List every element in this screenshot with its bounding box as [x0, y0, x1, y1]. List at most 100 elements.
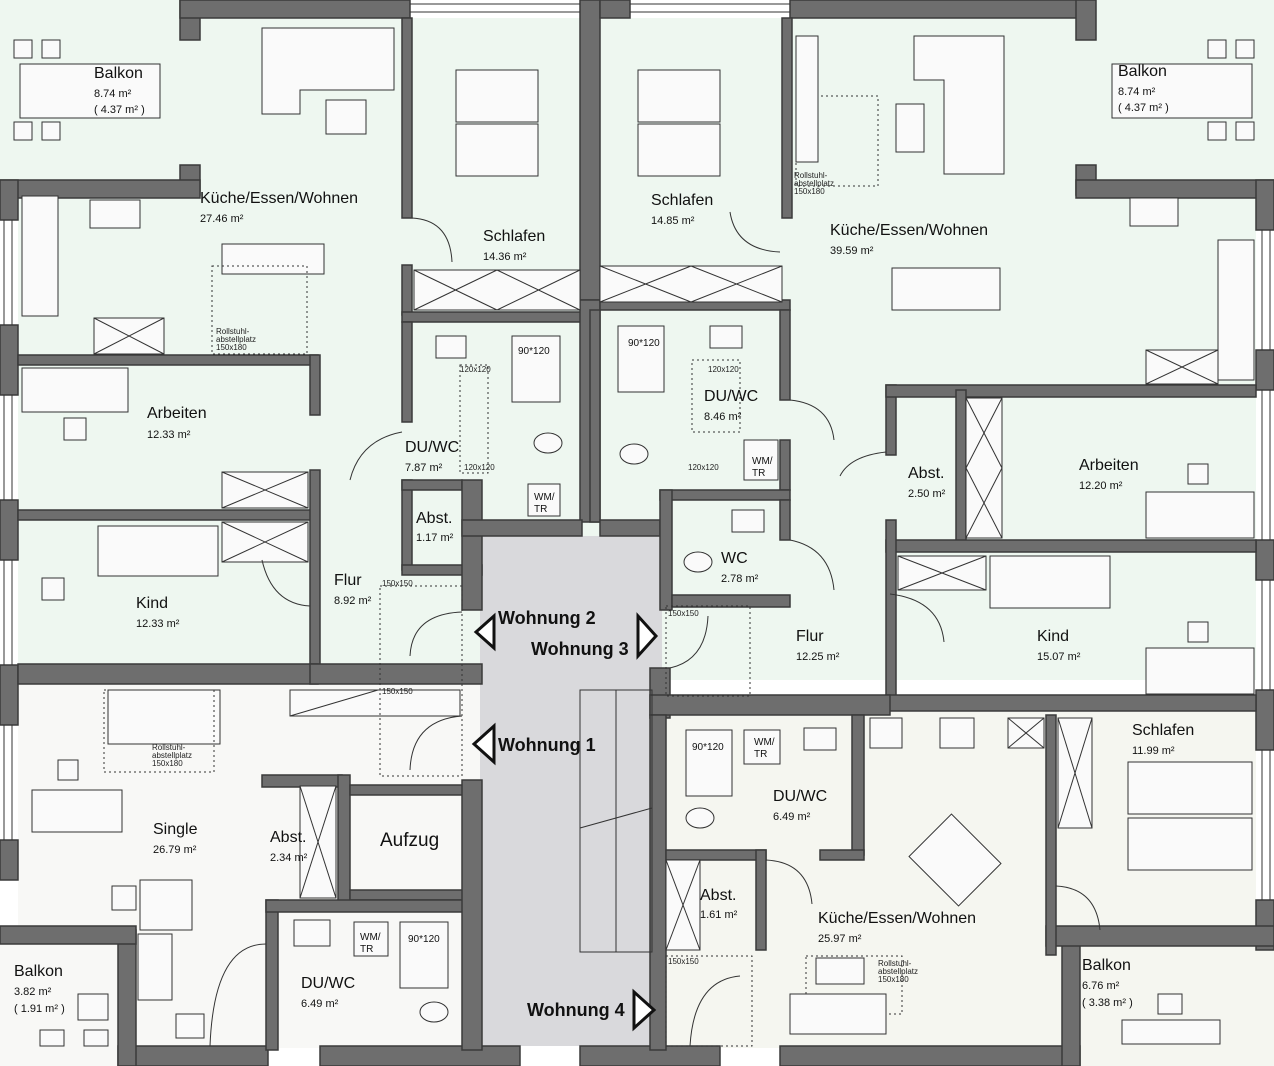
- kew-w3-area: 39.59 m²: [830, 245, 874, 257]
- unit-label-w1: Wohnung 1: [498, 735, 596, 755]
- flur-w2-name: Flur: [334, 572, 362, 589]
- schlafen-w2-name: Schlafen: [483, 228, 545, 245]
- circle-120-w2-a: 120x120: [460, 365, 491, 374]
- wmtr-b-w3: TR: [752, 468, 765, 479]
- single-w1-area: 26.79 m²: [153, 844, 197, 856]
- circle-150-w2: 150x150: [382, 579, 413, 588]
- rolli-c-w3: 150x180: [794, 187, 825, 196]
- rolli-b-w1: abstellplatz: [152, 751, 192, 760]
- shower-label-w1: 90*120: [408, 934, 440, 945]
- duwc-w4-area: 6.49 m²: [773, 811, 811, 823]
- balkon-bl-name: Balkon: [14, 963, 63, 980]
- rolli-b-w2: abstellplatz: [216, 335, 256, 344]
- kind-w2-area: 12.33 m²: [136, 618, 180, 630]
- abst-w1-area: 2.34 m²: [270, 852, 308, 864]
- unit-label-w4: Wohnung 4: [527, 1000, 625, 1020]
- abst-w2-name: Abst.: [416, 510, 452, 527]
- rolli-c-w1: 150x180: [152, 759, 183, 768]
- wc-w3-area: 2.78 m²: [721, 573, 759, 585]
- kew-w2-name: Küche/Essen/Wohnen: [200, 190, 358, 207]
- rolli-b-w4: abstellplatz: [878, 967, 918, 976]
- arbeiten-w2-area: 12.33 m²: [147, 429, 191, 441]
- wmtr-a-w2: WM/: [534, 492, 555, 503]
- duwc-w3-area: 8.46 m²: [704, 411, 742, 423]
- aufzug-name: Aufzug: [380, 830, 439, 851]
- unit-label-w3: Wohnung 3: [531, 639, 629, 659]
- wmtr-b-w2: TR: [534, 504, 547, 515]
- single-w1-name: Single: [153, 821, 198, 838]
- rolli-a-w4: Rollstuhl-: [878, 959, 912, 968]
- balkon-tl-sub: ( 4.37 m² ): [94, 104, 145, 116]
- kind-w3-name: Kind: [1037, 628, 1069, 645]
- entry-arrow-w4: [632, 988, 657, 1032]
- arbeiten-w3-name: Arbeiten: [1079, 457, 1139, 474]
- circle-120-w2-b: 120x120: [464, 463, 495, 472]
- stair-core-fill: [480, 536, 662, 1046]
- balkon-bl-area: 3.82 m²: [14, 986, 52, 998]
- room-labels: Balkon 8.74 m² ( 4.37 m² ) Balkon 8.74 m…: [14, 63, 1194, 1015]
- circle-150-w1: 150x150: [382, 687, 413, 696]
- duwc-w1-name: DU/WC: [301, 975, 355, 992]
- circle-150-w4: 150x150: [668, 957, 699, 966]
- balkon-tr-area: 8.74 m²: [1118, 86, 1156, 98]
- rolli-a-w3: Rollstuhl-: [794, 171, 828, 180]
- circle-120-w3-a: 120x120: [708, 365, 739, 374]
- duwc-w3-name: DU/WC: [704, 388, 758, 405]
- schlafen-w4-name: Schlafen: [1132, 722, 1194, 739]
- rolli-a-w2: Rollstuhl-: [216, 327, 250, 336]
- circle-150-w3: 150x150: [668, 609, 699, 618]
- abst-w4-area: 1.61 m²: [700, 909, 738, 921]
- kew-w4-area: 25.97 m²: [818, 933, 862, 945]
- arbeiten-w3-area: 12.20 m²: [1079, 480, 1123, 492]
- wmtr-b-w1: TR: [360, 944, 373, 955]
- furniture: [3, 3, 1271, 1047]
- duwc-w1-area: 6.49 m²: [301, 998, 339, 1010]
- entry-arrow-w3: [636, 612, 659, 660]
- rolli-c-w2: 150x180: [216, 343, 247, 352]
- abst-w2-area: 1.17 m²: [416, 532, 454, 544]
- balkon-tr-name: Balkon: [1118, 63, 1167, 80]
- duwc-w2-name: DU/WC: [405, 439, 459, 456]
- balkon-br-name: Balkon: [1082, 957, 1131, 974]
- balkon-tl-area: 8.74 m²: [94, 88, 132, 100]
- balkon-br-sub: ( 3.38 m² ): [1082, 997, 1133, 1009]
- kew-w2-area: 27.46 m²: [200, 213, 244, 225]
- balkon-bl-sub: ( 1.91 m² ): [14, 1003, 65, 1015]
- schlafen-w3-name: Schlafen: [651, 192, 713, 209]
- shower-label-w4: 90*120: [692, 742, 724, 753]
- wmtr-a-w3: WM/: [752, 456, 773, 467]
- wmtr-b-w4: TR: [754, 749, 767, 760]
- kind-w3-area: 15.07 m²: [1037, 651, 1081, 663]
- schlafen-w4-area: 11.99 m²: [1132, 745, 1175, 757]
- kew-w4-name: Küche/Essen/Wohnen: [818, 910, 976, 927]
- flur-w2-area: 8.92 m²: [334, 595, 372, 607]
- balkon-br-area: 6.76 m²: [1082, 980, 1120, 992]
- shower-label-w3: 90*120: [628, 338, 660, 349]
- abst-w1-name: Abst.: [270, 829, 306, 846]
- wmtr-a-w1: WM/: [360, 932, 381, 943]
- duwc-w4-name: DU/WC: [773, 788, 827, 805]
- entry-arrow-w2: [473, 612, 496, 652]
- shower-label-w2: 90*120: [518, 346, 550, 357]
- unit-label-w2: Wohnung 2: [498, 608, 596, 628]
- entry-arrow-w1: [471, 722, 496, 766]
- annotations: 90*120 90*120 90*120 90*120 WM/ TR WM/ T…: [152, 171, 918, 984]
- flur-w3-area: 12.25 m²: [796, 651, 840, 663]
- balkon-tl-name: Balkon: [94, 65, 143, 82]
- rolli-a-w1: Rollstuhl-: [152, 743, 186, 752]
- arbeiten-w2-name: Arbeiten: [147, 405, 207, 422]
- abst-w3-name: Abst.: [908, 465, 944, 482]
- circle-120-w3-b: 120x120: [688, 463, 719, 472]
- kew-w3-name: Küche/Essen/Wohnen: [830, 222, 988, 239]
- abst-w4-name: Abst.: [700, 887, 736, 904]
- duwc-w2-area: 7.87 m²: [405, 462, 443, 474]
- wc-w3-name: WC: [721, 550, 748, 567]
- kind-w2-name: Kind: [136, 595, 168, 612]
- balkon-tr-sub: ( 4.37 m² ): [1118, 102, 1169, 114]
- schlafen-w3-area: 14.85 m²: [651, 215, 695, 227]
- flur-w3-name: Flur: [796, 628, 824, 645]
- rolli-c-w4: 150x180: [878, 975, 909, 984]
